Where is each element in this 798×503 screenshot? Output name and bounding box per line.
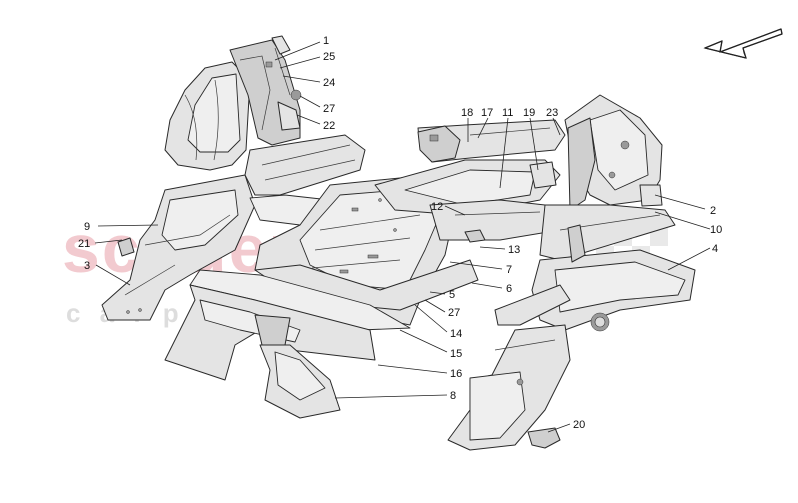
callout-18: 18 xyxy=(461,107,473,119)
lower-floor-assembly xyxy=(164,284,376,419)
callout-21: 21 xyxy=(78,238,90,250)
left-wheelhouse-assembly xyxy=(164,35,302,171)
callout-5: 5 xyxy=(449,289,455,301)
callout-22: 22 xyxy=(323,120,335,132)
callout-16: 16 xyxy=(450,368,462,380)
right-wheelhouse-assembly xyxy=(539,94,676,261)
callout-4: 4 xyxy=(712,243,718,255)
callout-2: 2 xyxy=(710,205,716,217)
callout-25: 25 xyxy=(323,51,335,63)
callout-10: 10 xyxy=(710,224,722,236)
callout-27-top: 27 xyxy=(323,103,335,115)
callout-23: 23 xyxy=(546,107,558,119)
callout-labels: 1 25 24 27 22 18 17 11 19 23 2 10 4 9 21… xyxy=(78,35,722,431)
upper-cross-members xyxy=(374,119,566,243)
callout-3: 3 xyxy=(84,260,90,272)
callout-6: 6 xyxy=(506,283,512,295)
callout-24: 24 xyxy=(323,77,335,89)
right-longitudinal-assembly xyxy=(494,224,696,332)
direction-arrow-icon xyxy=(703,28,783,59)
callout-11: 11 xyxy=(502,107,513,119)
callout-20: 20 xyxy=(573,419,585,431)
callout-15: 15 xyxy=(450,348,462,360)
callout-27-center: 27 xyxy=(448,307,460,319)
callout-13: 13 xyxy=(508,244,520,256)
callout-12: 12 xyxy=(431,201,443,213)
callout-9: 9 xyxy=(84,221,90,233)
leader-lines xyxy=(94,41,711,433)
callout-8: 8 xyxy=(450,390,456,402)
rear-floor-panel xyxy=(189,174,479,331)
callout-7: 7 xyxy=(506,264,512,276)
right-lower-panel xyxy=(447,324,571,451)
callout-14: 14 xyxy=(450,328,462,340)
callout-19: 19 xyxy=(523,107,535,119)
callout-1: 1 xyxy=(323,35,329,47)
callout-17: 17 xyxy=(481,107,493,119)
